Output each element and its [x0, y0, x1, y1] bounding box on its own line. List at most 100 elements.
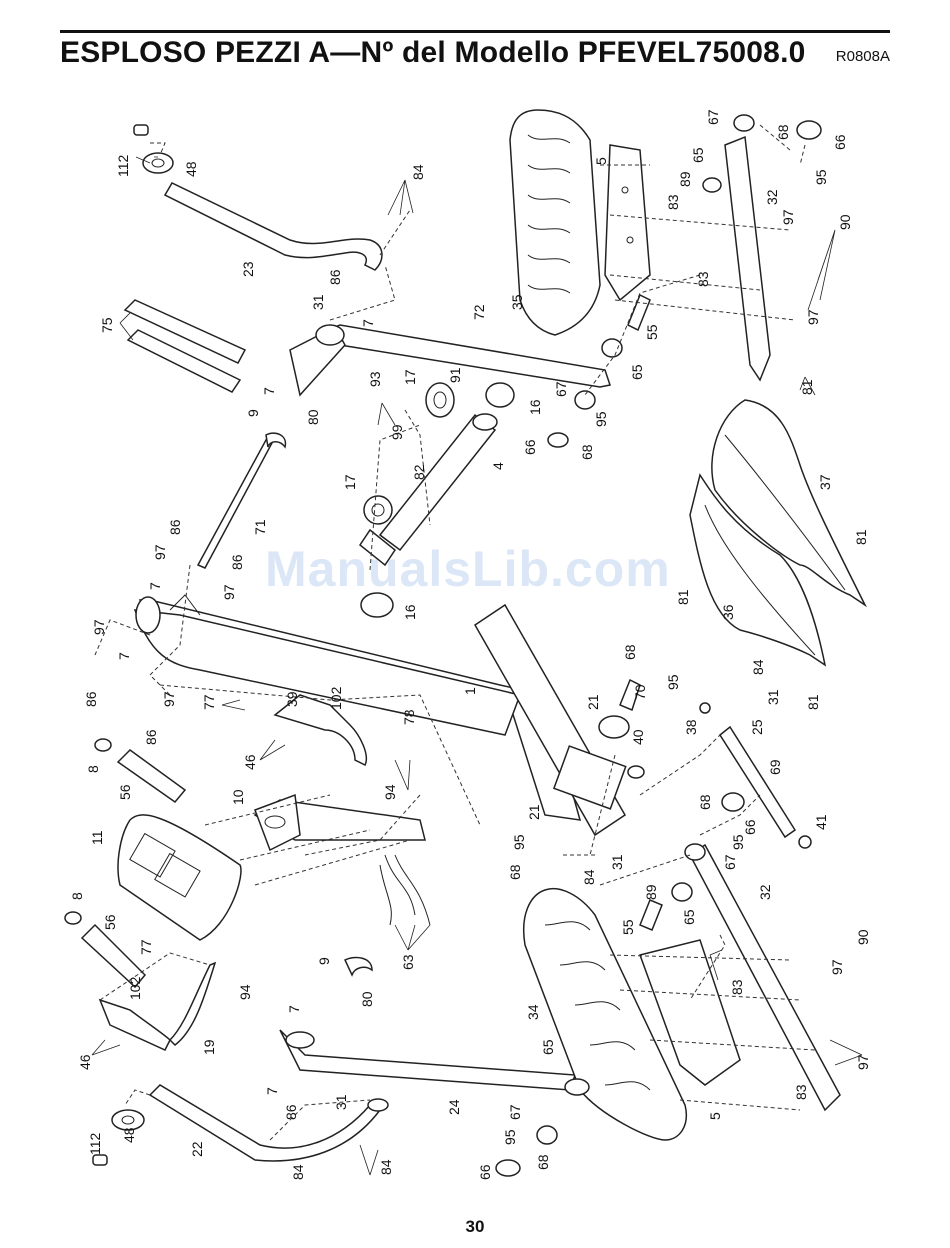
callout-48: 48	[183, 161, 199, 177]
console-mast-part	[253, 694, 426, 852]
callout-68: 68	[775, 124, 791, 140]
callout-9: 9	[316, 957, 332, 965]
callout-86: 86	[229, 554, 245, 570]
callout-68: 68	[697, 794, 713, 810]
callout-22: 22	[189, 1141, 205, 1157]
callout-32: 32	[764, 189, 780, 205]
wire-harness-part	[379, 854, 431, 926]
callout-84: 84	[581, 869, 597, 885]
callout-35: 35	[509, 294, 525, 310]
callout-86: 86	[327, 269, 343, 285]
callout-36: 36	[720, 604, 736, 620]
callout-56: 56	[102, 914, 118, 930]
lower-handlebar-part	[98, 961, 217, 1051]
callout-39: 39	[284, 691, 300, 707]
pedal-bottom-part	[523, 888, 741, 1141]
callout-89: 89	[643, 884, 659, 900]
callout-32: 32	[757, 884, 773, 900]
callout-68: 68	[535, 1154, 551, 1170]
callout-16: 16	[527, 399, 543, 415]
callout-89: 89	[677, 171, 693, 187]
assembly-lines	[94, 124, 816, 1141]
callout-78: 78	[401, 709, 417, 725]
callout-81: 81	[799, 379, 815, 395]
callout-17: 17	[342, 474, 358, 490]
callout-31: 31	[310, 294, 326, 310]
callout-1: 1	[462, 687, 478, 695]
callout-84: 84	[378, 1159, 394, 1175]
callout-95: 95	[593, 411, 609, 427]
callout-68: 68	[507, 864, 523, 880]
foam-grips-part	[123, 299, 247, 393]
callout-81: 81	[853, 529, 869, 545]
callout-5: 5	[593, 157, 609, 165]
page-title: ESPLOSO PEZZI A—Nº del Modello PFEVEL750…	[60, 36, 806, 69]
callout-16: 16	[402, 604, 418, 620]
callout-66: 66	[477, 1164, 493, 1180]
callout-68: 68	[622, 644, 638, 660]
pedal-top-part	[509, 109, 651, 336]
part-callouts: 112 48 23 84 86 31 7 75 72 7 80 9 93 17 …	[69, 109, 871, 1180]
callout-7: 7	[147, 582, 163, 590]
callout-112: 112	[115, 154, 131, 177]
callout-5: 5	[707, 1112, 723, 1120]
page-number: 30	[465, 1217, 485, 1236]
callout-63: 63	[400, 954, 416, 970]
callout-65: 65	[681, 909, 697, 925]
callout-81: 81	[675, 589, 691, 605]
callout-24: 24	[446, 1099, 462, 1115]
callout-17: 17	[402, 369, 418, 385]
callout-46: 46	[242, 754, 258, 770]
callout-84: 84	[290, 1164, 306, 1180]
lower-arm-right-part	[289, 324, 611, 397]
callout-112: 112	[87, 1132, 103, 1155]
callout-68: 68	[579, 444, 595, 460]
callout-77: 77	[201, 694, 217, 710]
main-frame-part	[133, 594, 627, 837]
upper-arm-left-part	[133, 124, 383, 271]
callout-38: 38	[683, 719, 699, 735]
callout-93: 93	[367, 371, 383, 387]
callout-9: 9	[245, 409, 261, 417]
callout-21: 21	[526, 804, 542, 820]
callout-10: 10	[230, 789, 246, 805]
callout-95: 95	[813, 169, 829, 185]
callout-90: 90	[855, 929, 871, 945]
callout-80: 80	[359, 991, 375, 1007]
callout-19: 19	[201, 1039, 217, 1055]
callout-102: 102	[328, 686, 344, 710]
callout-65: 65	[690, 147, 706, 163]
callout-34: 34	[525, 1004, 541, 1020]
callout-66: 66	[522, 439, 538, 455]
callout-97: 97	[161, 691, 177, 707]
callout-70: 70	[632, 684, 648, 700]
exploded-parts-diagram: 112 48 23 84 86 31 7 75 72 7 80 9 93 17 …	[0, 95, 950, 1205]
callout-8: 8	[85, 765, 101, 773]
lower-arm-bottom-part	[279, 956, 577, 1091]
callout-97: 97	[805, 309, 821, 325]
callout-66: 66	[832, 134, 848, 150]
callout-86: 86	[143, 729, 159, 745]
console-part	[117, 814, 242, 941]
callout-48: 48	[121, 1127, 137, 1143]
callout-66: 66	[742, 819, 758, 835]
wheels-part	[425, 382, 515, 418]
watermark: ManualsLib.com	[265, 541, 671, 597]
document-code: R0808A	[835, 48, 890, 65]
callout-67: 67	[722, 854, 738, 870]
callout-25: 25	[749, 719, 765, 735]
callout-55: 55	[620, 919, 636, 935]
callout-90: 90	[837, 214, 853, 230]
leader-lines	[91, 156, 863, 1176]
callout-56: 56	[117, 784, 133, 800]
callout-99: 99	[389, 424, 405, 440]
callout-77: 77	[138, 939, 154, 955]
axle-part	[196, 432, 287, 569]
callout-94: 94	[237, 984, 253, 1000]
crank-parts-part	[598, 678, 812, 849]
callout-67: 67	[507, 1104, 523, 1120]
callout-81: 81	[805, 694, 821, 710]
grip-top-part	[94, 738, 187, 804]
callout-11: 11	[89, 830, 105, 845]
callout-7: 7	[286, 1005, 302, 1013]
